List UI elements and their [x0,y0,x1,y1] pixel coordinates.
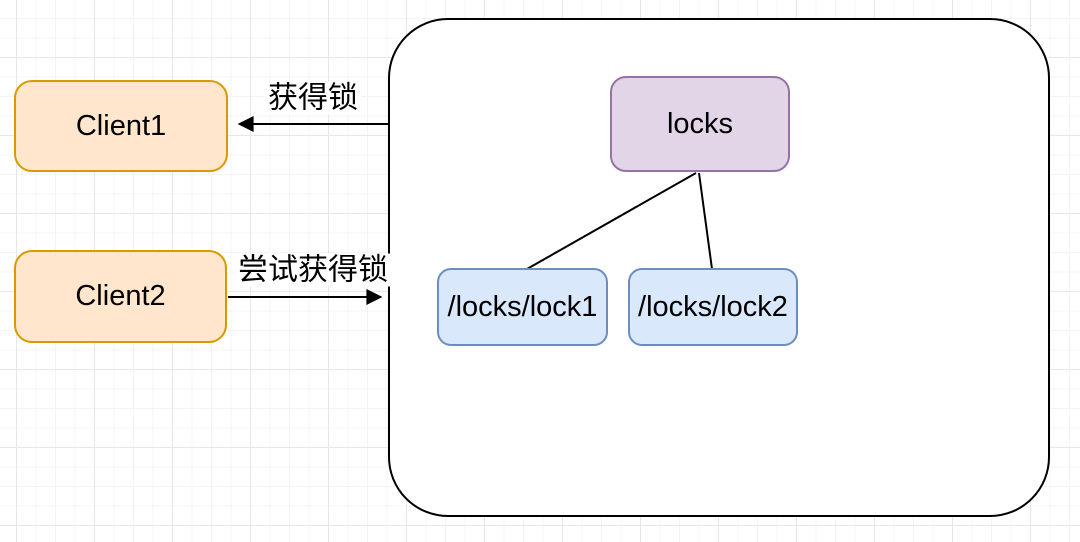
tree-edge-lock2 [698,172,713,270]
client2-label: Client2 [75,280,166,313]
lock1-label: /locks/lock1 [447,290,598,323]
locks-root-label: locks [666,107,734,140]
try-acquire-lock-edge-label: 尝试获得锁 [235,253,391,287]
tree-edge-lock1 [526,172,697,270]
lock1-node: /locks/lock1 [437,268,608,346]
client1-label: Client1 [75,109,167,142]
lock2-label: /locks/lock2 [638,290,788,323]
client1-node: Client1 [14,80,228,172]
acquire-lock-edge-label: 获得锁 [265,81,361,115]
locks-root-node: locks [610,76,790,172]
lock2-node: /locks/lock2 [628,268,798,346]
client2-node: Client2 [14,250,227,343]
